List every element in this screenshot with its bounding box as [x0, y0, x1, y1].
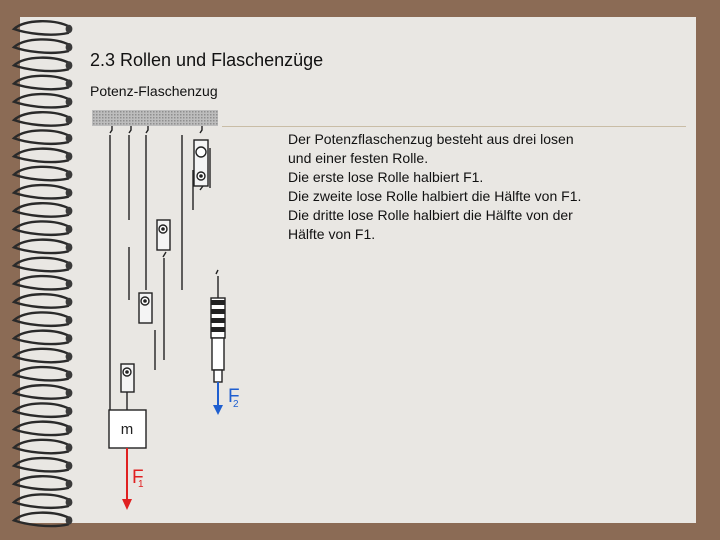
spiral-hole	[65, 115, 73, 125]
spiral-ring	[11, 438, 72, 455]
loose-pulley-1	[156, 219, 171, 251]
spiral-ring	[11, 74, 72, 91]
hook-3	[145, 126, 149, 134]
spiral-hole	[65, 188, 73, 197]
spiral-ring	[11, 92, 72, 109]
slide-title: 2.3 Rollen und Flaschenzüge	[90, 50, 324, 70]
spiral-binding	[11, 20, 73, 528]
spiral-hole	[65, 134, 73, 143]
hook-6	[162, 251, 167, 258]
spiral-hole	[65, 316, 73, 325]
spiral-hole	[65, 334, 73, 343]
mass-label: m	[121, 421, 134, 438]
hook-5	[215, 269, 219, 275]
description-line-4: Die zweite lose Rolle halbiert die Hälft…	[288, 188, 582, 204]
spring-scale	[210, 297, 226, 383]
spiral-ring	[11, 111, 72, 127]
spiral-ring	[11, 256, 72, 273]
spiral-hole	[65, 261, 73, 270]
description-text: Der Potenzflaschenzug besteht aus drei l…	[288, 130, 688, 244]
spiral-ring	[11, 20, 72, 36]
spiral-ring	[11, 475, 72, 491]
force-f1-arrow	[122, 448, 132, 510]
loose-pulley-2	[138, 292, 153, 324]
spiral-hole	[65, 479, 73, 489]
spiral-hole	[65, 206, 73, 216]
pulley-diagram: F 2 m F 1	[92, 110, 240, 510]
spiral-ring	[11, 129, 72, 146]
spiral-ring	[11, 38, 72, 55]
spiral-hole	[65, 297, 73, 307]
divider-line	[222, 126, 686, 127]
spiral-ring	[11, 165, 72, 182]
slide-subtitle: Potenz-Flaschenzug	[90, 83, 218, 99]
spiral-hole	[65, 152, 73, 161]
force-f2-subscript: 2	[233, 399, 239, 410]
force-f1-label: F	[132, 467, 144, 488]
spiral-ring	[11, 238, 72, 255]
spiral-hole	[65, 388, 73, 398]
spiral-ring	[11, 384, 72, 400]
spiral-ring	[11, 329, 72, 346]
hook-4	[199, 126, 203, 134]
spiral-ring	[11, 56, 72, 73]
spiral-hole	[65, 279, 73, 288]
spiral-hole	[65, 97, 73, 107]
spiral-ring	[11, 511, 72, 528]
spiral-ring	[11, 183, 72, 200]
spiral-ring	[11, 293, 72, 309]
spiral-hole	[65, 61, 73, 70]
loose-pulley-3	[120, 363, 135, 393]
description-line-3: Die erste lose Rolle halbiert F1.	[288, 169, 484, 185]
spiral-hole	[65, 352, 73, 361]
spiral-hole	[65, 43, 73, 52]
spiral-ring	[11, 493, 72, 510]
spiral-ring	[11, 347, 72, 364]
spiral-ring	[11, 456, 72, 473]
spiral-ring	[11, 311, 72, 328]
spiral-ring	[11, 402, 72, 419]
ceiling-beam	[92, 110, 218, 126]
description-line-5: Die dritte lose Rolle halbiert die Hälft…	[288, 207, 573, 223]
spiral-ring	[11, 202, 72, 218]
force-f2-label: F	[228, 386, 240, 407]
spiral-ring	[11, 274, 72, 291]
spiral-ring	[11, 420, 72, 437]
spiral-ring	[11, 365, 72, 382]
force-f1-subscript: 1	[138, 479, 144, 490]
spiral-hole	[65, 370, 73, 379]
spiral-hole	[65, 225, 73, 234]
spiral-hole	[65, 425, 73, 434]
spiral-hole	[65, 79, 73, 88]
description-line-1: Der Potenzflaschenzug besteht aus drei l…	[288, 131, 574, 147]
description-line-6: Hälfte von F1.	[288, 226, 376, 242]
spiral-ring	[11, 220, 72, 237]
spiral-ring	[11, 147, 72, 164]
hook-1	[109, 126, 113, 134]
spiral-hole	[65, 243, 73, 252]
hook-2	[128, 126, 132, 134]
spiral-hole	[65, 170, 73, 179]
spiral-hole	[65, 443, 73, 452]
spiral-hole	[65, 516, 73, 525]
description-line-2: und einer festen Rolle.	[288, 150, 429, 166]
spiral-hole	[65, 498, 73, 507]
spiral-hole	[65, 407, 73, 416]
spiral-hole	[65, 461, 73, 470]
force-f2-arrow	[213, 382, 223, 415]
fixed-pulley	[193, 139, 209, 187]
spiral-hole	[65, 24, 73, 34]
